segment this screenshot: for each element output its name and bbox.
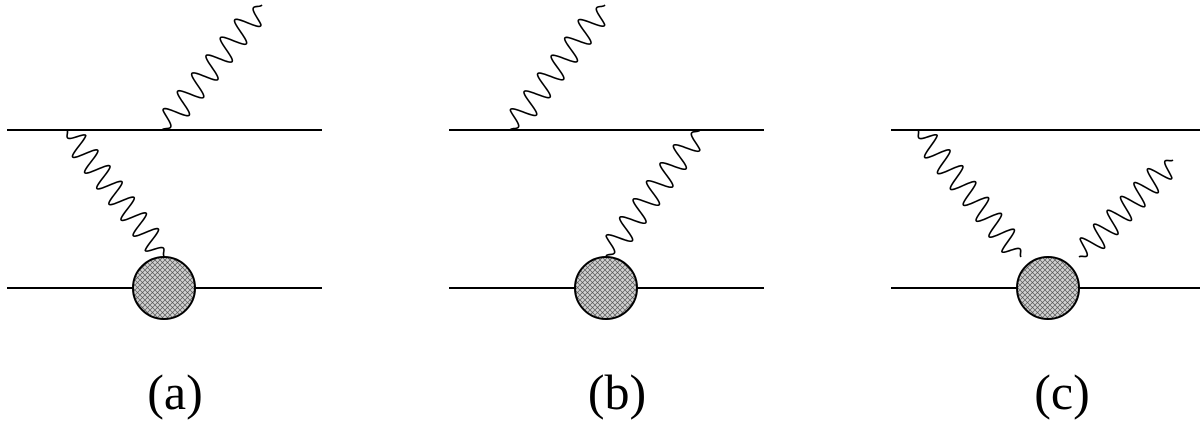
hatched-blob-icon	[1016, 256, 1080, 320]
emitted-photon-wavy-line	[509, 4, 606, 131]
hatched-blob-icon	[132, 256, 196, 320]
panel-label-b: (b)	[587, 364, 647, 420]
panel-a	[7, 4, 322, 320]
panel-b	[449, 4, 764, 320]
photon-wavy-line-right	[1078, 159, 1174, 258]
panel-c	[891, 129, 1200, 320]
panel-label-c: (c)	[1034, 364, 1090, 420]
exchange-photon-wavy-line	[605, 129, 701, 257]
photon-wavy-line-left	[917, 129, 1022, 258]
emitted-photon-wavy-line	[161, 4, 263, 131]
hatched-blob-icon	[574, 256, 638, 320]
panel-label-a: (a)	[147, 364, 203, 420]
exchange-photon-wavy-line	[66, 129, 165, 257]
